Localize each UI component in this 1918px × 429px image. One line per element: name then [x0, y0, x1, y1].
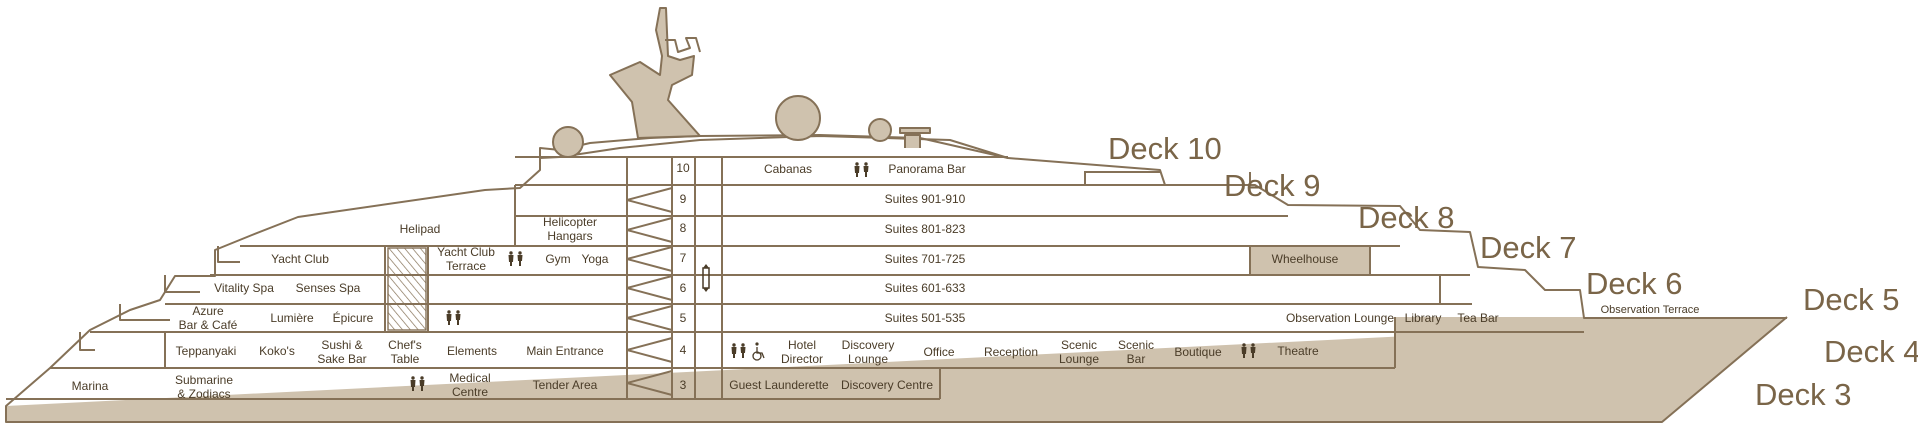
- deck-label-4: Deck 4: [1824, 334, 1918, 369]
- label-gym: Gym: [545, 252, 570, 266]
- deck-label-6: Deck 6: [1586, 266, 1682, 301]
- label-reception: Reception: [984, 345, 1038, 359]
- label-scenic-lounge: Scenic: [1061, 338, 1097, 352]
- label-theatre: Theatre: [1277, 344, 1319, 358]
- label-hotel-director-line2: Director: [781, 352, 823, 366]
- label-vitality-spa: Vitality Spa: [214, 281, 274, 295]
- deck-number-7: 7: [680, 251, 687, 265]
- label-lumiere: Lumière: [270, 311, 314, 325]
- deck-label-5: Deck 5: [1803, 282, 1899, 317]
- label-wheelhouse: Wheelhouse: [1272, 252, 1339, 266]
- label-suites-700: Suites 701-725: [885, 252, 966, 266]
- label-discovery-centre: Discovery Centre: [841, 378, 933, 392]
- label-yacht-club-terrace-line2: Terrace: [446, 259, 486, 273]
- label-submarine-zodiacs-line2: & Zodiacs: [177, 387, 230, 401]
- deck-label-10: Deck 10: [1108, 131, 1222, 166]
- label-yacht-club-terrace: Yacht Club: [437, 245, 495, 259]
- label-epicure: Épicure: [333, 310, 374, 325]
- label-marina: Marina: [72, 379, 109, 393]
- deck-number-9: 9: [680, 192, 687, 206]
- radar-dome-small: [868, 118, 892, 142]
- deck-number-5: 5: [680, 311, 687, 325]
- label-discovery-lounge: Discovery: [842, 338, 895, 352]
- wheelhouse-area: [1249, 245, 1371, 276]
- restroom-icon: [731, 343, 746, 358]
- label-sushi-sake-bar-line2: Sake Bar: [317, 352, 366, 366]
- label-cabanas: Cabanas: [764, 162, 812, 176]
- stairwell-aft: [387, 247, 427, 331]
- funnel-mast: [609, 7, 701, 139]
- label-hotel-director: Hotel: [788, 338, 816, 352]
- label-tender-area: Tender Area: [533, 378, 598, 392]
- label-boutique: Boutique: [1174, 345, 1222, 359]
- label-office: Office: [923, 345, 954, 359]
- label-chefs-table: Chef's: [388, 338, 422, 352]
- label-sushi-sake-bar: Sushi &: [321, 338, 362, 352]
- label-chefs-table-line2: Table: [391, 352, 420, 366]
- radar-dome-large: [775, 95, 821, 141]
- restroom-icon: [854, 162, 869, 177]
- elevator-icon: [702, 264, 710, 292]
- label-suites-800: Suites 801-823: [885, 222, 966, 236]
- label-scenic-bar-line2: Bar: [1127, 352, 1146, 366]
- label-observation-terrace: Observation Terrace: [1601, 304, 1700, 316]
- deck-number-6: 6: [680, 281, 687, 295]
- label-kokos: Koko's: [259, 344, 295, 358]
- label-scenic-lounge-line2: Lounge: [1059, 352, 1099, 366]
- label-azure-line2: Bar & Café: [179, 318, 238, 332]
- label-yoga: Yoga: [582, 252, 609, 266]
- label-observation-lounge: Observation Lounge: [1286, 311, 1394, 325]
- label-tea-bar: Tea Bar: [1457, 311, 1498, 325]
- deck-label-7: Deck 7: [1480, 230, 1576, 265]
- deck-number-10: 10: [676, 161, 690, 175]
- label-helicopter-hangars: Helicopter: [543, 215, 597, 229]
- deck-number-4: 4: [680, 343, 687, 357]
- label-suites-900: Suites 901-910: [885, 192, 966, 206]
- label-medical-centre-line2: Centre: [452, 385, 488, 399]
- label-submarine-zodiacs: Submarine: [175, 373, 233, 387]
- radar-dome-aft: [552, 126, 584, 158]
- label-helicopter-hangars-line2: Hangars: [547, 229, 592, 243]
- label-library: Library: [1405, 311, 1442, 325]
- label-senses-spa: Senses Spa: [296, 281, 361, 295]
- wheelchair-icon: [752, 342, 765, 361]
- label-main-entrance: Main Entrance: [526, 344, 604, 358]
- label-suites-500: Suites 501-535: [885, 311, 966, 325]
- restroom-icon: [446, 310, 461, 325]
- label-scenic-bar: Scenic: [1118, 338, 1154, 352]
- label-teppanyaki: Teppanyaki: [176, 344, 237, 358]
- label-azure: Azure: [192, 304, 224, 318]
- label-discovery-lounge-line2: Lounge: [848, 352, 888, 366]
- label-helipad: Helipad: [400, 222, 441, 236]
- deck-label-9: Deck 9: [1224, 168, 1320, 203]
- label-medical-centre: Medical: [449, 371, 490, 385]
- label-yacht-club: Yacht Club: [271, 252, 329, 266]
- deck-label-3: Deck 3: [1755, 377, 1851, 412]
- deck-label-8: Deck 8: [1358, 200, 1454, 235]
- restroom-icon: [508, 251, 523, 266]
- label-guest-launderette: Guest Launderette: [729, 378, 829, 392]
- label-suites-600: Suites 601-633: [885, 281, 966, 295]
- label-panorama-bar: Panorama Bar: [888, 162, 965, 176]
- deck-number-3: 3: [680, 378, 687, 392]
- deck-number-8: 8: [680, 221, 687, 235]
- label-elements: Elements: [447, 344, 497, 358]
